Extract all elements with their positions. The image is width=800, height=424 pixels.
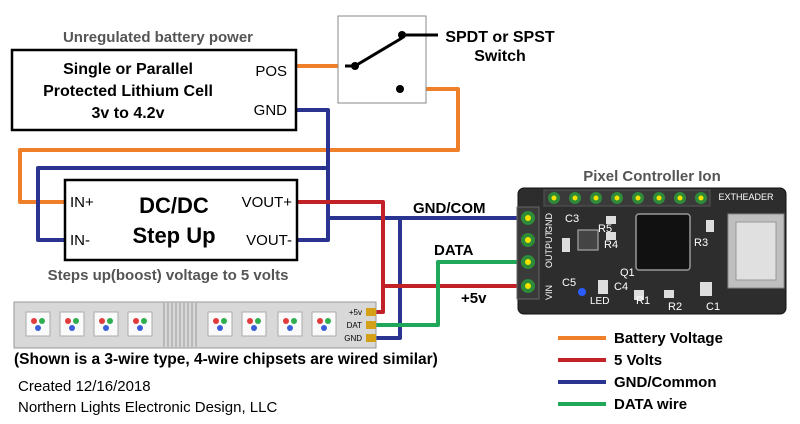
- battery-box: [10, 48, 298, 132]
- wire-label-5v: +5v: [461, 290, 487, 307]
- label-c1: C1: [706, 301, 720, 313]
- pixel-controller-block: Pixel Controller Ion EXTHEADER VIN O: [516, 168, 787, 315]
- battery-gnd-label: GND: [254, 102, 288, 119]
- battery-line1: Single or Parallel: [63, 61, 193, 78]
- label-c3: C3: [565, 213, 579, 225]
- wire-label-data: DATA: [434, 242, 474, 259]
- label-r2: R2: [668, 301, 682, 313]
- legend-label-5v: 5 Volts: [614, 352, 662, 369]
- gnd-wires: [36, 108, 530, 340]
- ext-header-label: EXTHEADER: [718, 192, 774, 202]
- credit-line1: Created 12/16/2018: [18, 378, 151, 395]
- label-r4: R4: [604, 239, 618, 251]
- led-pixel: [241, 311, 267, 337]
- led-pixel: [25, 311, 51, 337]
- pin-label-vin: VIN: [544, 285, 554, 300]
- label-q1: Q1: [620, 267, 635, 279]
- dcdc-caption: Steps up(boost) voltage to 5 volts: [48, 267, 289, 284]
- status-led: [578, 288, 586, 296]
- led-pixel: [59, 311, 85, 337]
- mcu-chip: [635, 213, 691, 271]
- strip-pad-dat: DAT: [347, 321, 363, 330]
- label-c4: C4: [614, 281, 628, 293]
- switch-box: [337, 15, 427, 104]
- battery-block: Unregulated battery power Single or Para…: [10, 29, 298, 132]
- dcdc-in-plus-label: IN+: [70, 194, 94, 211]
- dcdc-in-minus-label: IN-: [70, 232, 90, 249]
- battery-line2: Protected Lithium Cell: [43, 83, 213, 100]
- dcdc-vout-minus-label: VOUT-: [246, 232, 292, 249]
- led-strip: +5v DAT GND: [13, 301, 377, 349]
- battery-pos-label: POS: [255, 63, 287, 80]
- led-pixel: [207, 311, 233, 337]
- dcdc-converter-block: DC/DC Step Up IN+ IN- VOUT+ VOUT- Steps …: [48, 178, 299, 284]
- battery-line3: 3v to 4.2v: [92, 105, 165, 122]
- led-pixel: [311, 311, 337, 337]
- strip-pad-5v: +5v: [349, 308, 362, 317]
- dcdc-box: [63, 178, 299, 262]
- switch-block: SPDT or SPST Switch: [337, 15, 555, 104]
- strip-pad-gnd: GND: [344, 334, 362, 343]
- ext-header-pins: [543, 189, 711, 207]
- strip-note: (Shown is a 3-wire type, 4-wire chipsets…: [14, 351, 438, 368]
- dcdc-line2: Step Up: [132, 223, 215, 248]
- small-ic: [577, 229, 599, 251]
- label-r3: R3: [694, 237, 708, 249]
- switch-label-line1: SPDT or SPST: [445, 29, 555, 46]
- credit-line2: Northern Lights Electronic Design, LLC: [18, 399, 277, 416]
- label-c5: C5: [562, 277, 576, 289]
- label-r5: R5: [598, 223, 612, 235]
- controller-title: Pixel Controller Ion: [583, 168, 721, 185]
- legend: Battery Voltage 5 Volts GND/Common DATA …: [558, 330, 723, 413]
- data-wire: [374, 260, 530, 327]
- led-pixel: [277, 311, 303, 337]
- pin-label-gnd: GND: [544, 213, 554, 234]
- legend-label-data: DATA wire: [614, 396, 687, 413]
- label-r1: R1: [636, 295, 650, 307]
- switch-blade: [354, 36, 403, 68]
- led-pixel: [93, 311, 119, 337]
- battery-voltage-wires: [18, 64, 460, 204]
- pin-label-output: OUTPUT: [544, 231, 554, 269]
- dcdc-line1: DC/DC: [139, 193, 209, 218]
- switch-terminal-bottom: [396, 85, 404, 93]
- controller-input-pins: [516, 206, 540, 300]
- led-pixel: [127, 311, 153, 337]
- switch-label-line2: Switch: [474, 48, 526, 65]
- battery-header: Unregulated battery power: [63, 29, 253, 46]
- label-led: LED: [590, 296, 609, 307]
- legend-label-gnd: GND/Common: [614, 374, 717, 391]
- dcdc-vout-plus-label: VOUT+: [242, 194, 293, 211]
- legend-label-battery: Battery Voltage: [614, 330, 723, 347]
- wire-label-gnd: GND/COM: [413, 200, 486, 217]
- five-volt-wires: [297, 200, 530, 314]
